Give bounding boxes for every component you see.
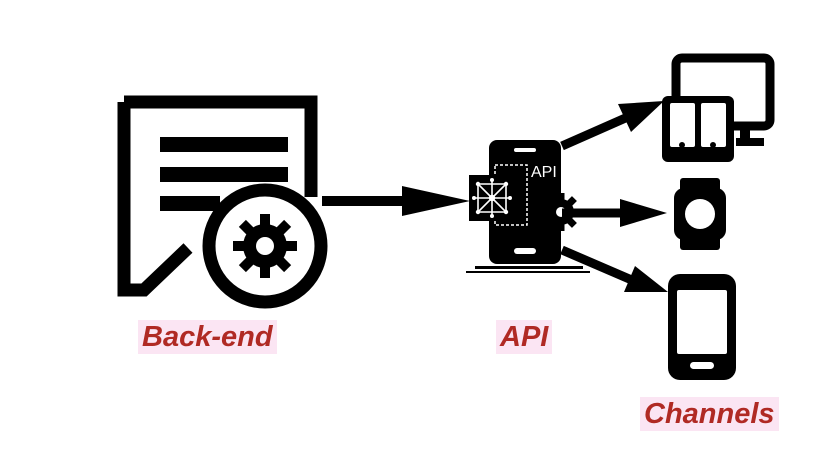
- phone-home-button: [514, 248, 536, 254]
- tablet-panel-right: [701, 103, 726, 147]
- api-caption: API: [496, 320, 553, 354]
- smartwatch-icon: [674, 178, 726, 250]
- document-gear-icon: [117, 95, 328, 309]
- desktop-monitor-icon: [662, 53, 775, 162]
- arrow-api-to-desktop: [560, 101, 664, 151]
- document-line-3: [160, 196, 220, 211]
- channels-caption: Channels: [640, 397, 779, 431]
- watch-face: [685, 199, 715, 229]
- document-line-1: [160, 137, 288, 152]
- document-outline: [117, 95, 318, 297]
- phone-shadow-line-1: [475, 266, 583, 269]
- monitor-stand-base: [736, 138, 764, 146]
- arrow-backend-to-api: [322, 186, 470, 216]
- api-screen-label: API: [531, 164, 557, 181]
- tablet-panel-left: [670, 103, 695, 147]
- gear-icon: [233, 214, 297, 278]
- phone-earpiece: [514, 148, 536, 152]
- mobile-api-icon: API: [466, 140, 590, 273]
- api-screen-box: [494, 164, 528, 226]
- network-cube-icon: [469, 175, 515, 221]
- arrow-api-to-smartwatch: [562, 199, 667, 227]
- backend-caption: Back-end: [138, 320, 277, 354]
- phone-shadow-line-2: [466, 271, 590, 273]
- arrow-api-to-smartphone: [560, 245, 668, 292]
- smartphone-icon: [668, 274, 736, 380]
- smartphone-home-button: [690, 362, 714, 369]
- smartphone-screen: [677, 290, 727, 354]
- monitor-stand-neck: [740, 124, 750, 142]
- document-line-2: [160, 167, 288, 182]
